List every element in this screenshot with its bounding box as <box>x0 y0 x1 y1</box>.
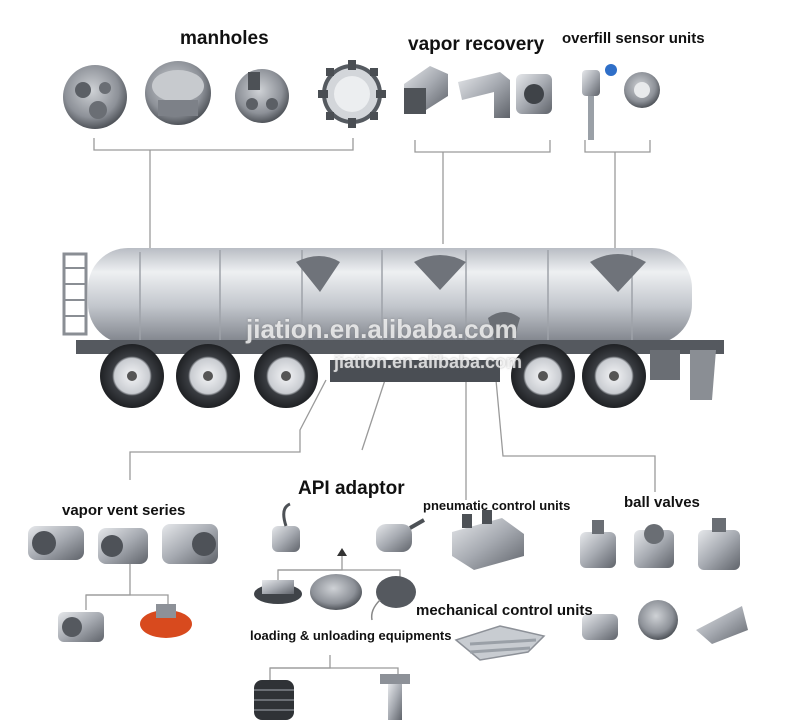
api-adaptor-group <box>272 502 425 556</box>
pneumatic-group <box>452 510 524 570</box>
dust-cap-icon <box>310 574 362 610</box>
label-loading-unloading-equipments: loading & unloading equipments <box>250 628 452 643</box>
ball-valve-icon <box>638 600 678 640</box>
loading-unloading-group <box>254 574 416 720</box>
label-overfill-sensor-units: overfill sensor units <box>562 30 705 47</box>
vapor-recovery-valve-icon <box>404 66 448 114</box>
label-ball-valves: ball valves <box>624 494 700 511</box>
wheel-icon <box>176 344 240 408</box>
manhole-icon <box>318 60 386 128</box>
label-api-adaptor: API adaptor <box>298 478 405 499</box>
overfill-sensors-group <box>582 64 660 140</box>
api-adaptor-icon <box>272 502 300 552</box>
vapor-vent-group <box>28 524 218 642</box>
elbow-pipe-icon <box>458 72 510 118</box>
ball-valve-icon <box>582 614 618 640</box>
dust-cap-icon <box>254 580 302 604</box>
vent-coupler-icon <box>28 526 84 560</box>
label-pneumatic-control-units: pneumatic control units <box>423 498 571 513</box>
label-vapor-recovery: vapor recovery <box>408 34 545 55</box>
arrow-up-icon <box>337 548 347 556</box>
manhole-icon <box>145 61 211 125</box>
vent-cap-icon <box>140 604 192 638</box>
watermark-primary: jiation.en.alibaba.com <box>246 314 518 344</box>
ball-valve-icon <box>698 518 740 570</box>
leader-lines <box>85 138 656 680</box>
wheel-icon <box>511 344 575 408</box>
vapor-recovery-valve-icon <box>516 74 552 114</box>
ball-valves-group <box>580 518 748 644</box>
watermark-secondary: jiation.en.alibaba.com <box>334 352 523 372</box>
vent-coupler-icon <box>98 528 148 564</box>
nozzle-icon <box>380 674 410 720</box>
sensor-socket-icon <box>624 72 660 108</box>
vent-cap-icon <box>58 612 104 642</box>
ball-valve-icon <box>696 606 748 644</box>
vent-coupler-icon <box>162 524 218 564</box>
ball-valve-icon <box>634 524 674 568</box>
ball-valve-icon <box>580 520 616 568</box>
pneumatic-valve-block-icon <box>452 510 524 570</box>
manholes-group <box>63 60 386 129</box>
wheel-icon <box>582 344 646 408</box>
label-manholes: manholes <box>180 28 269 49</box>
vapor-recovery-group <box>404 66 552 118</box>
label-vapor-vent-series: vapor vent series <box>62 502 186 519</box>
manhole-icon <box>235 69 289 123</box>
mechanical-group <box>454 625 546 661</box>
overfill-probe-icon <box>582 64 617 140</box>
tanker-truck <box>62 248 724 408</box>
manhole-icon <box>63 65 127 129</box>
mechanical-control-icon <box>454 625 546 661</box>
label-mechanical-control-units: mechanical control units <box>416 602 593 619</box>
hose-icon <box>254 680 294 720</box>
wheel-icon <box>100 344 164 408</box>
api-adaptor-icon <box>376 518 425 552</box>
wheel-icon <box>254 344 318 408</box>
dust-cap-icon <box>370 576 416 621</box>
